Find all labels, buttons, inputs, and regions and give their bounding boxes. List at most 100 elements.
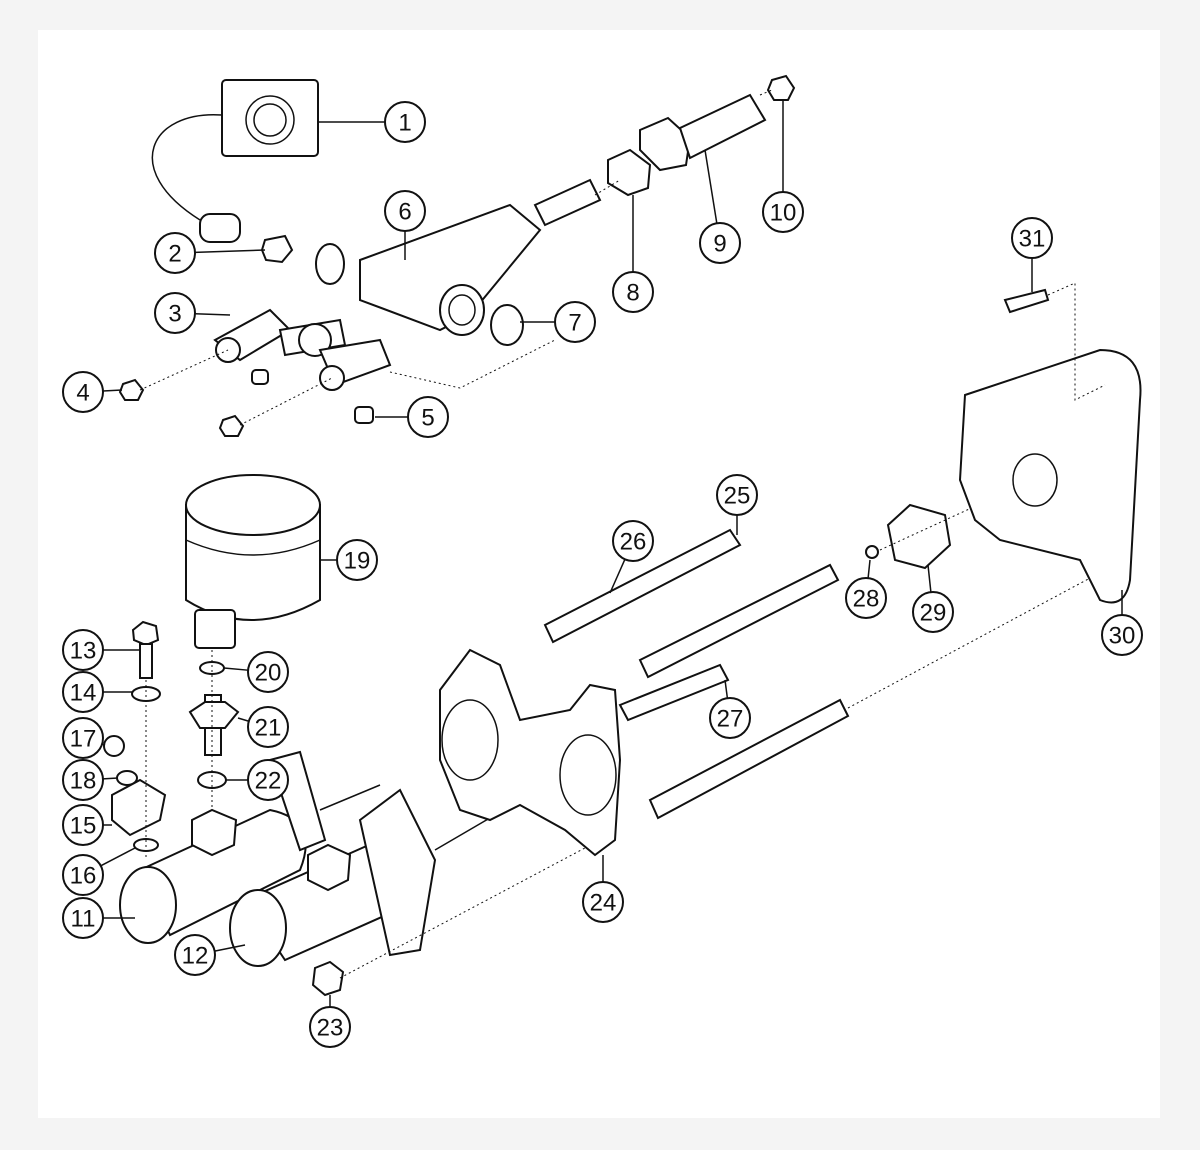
- callout-number: 29: [920, 600, 947, 627]
- callout-11: 11: [62, 897, 135, 939]
- callout-circle: [247, 706, 289, 748]
- part-nut-8: [607, 148, 652, 197]
- callout-number: 6: [398, 199, 411, 226]
- callout-number: 4: [76, 380, 89, 407]
- callout-15: 15: [62, 804, 112, 846]
- callout-circle: [62, 897, 104, 939]
- callout-circle: [336, 539, 378, 581]
- callout-circle: [1101, 614, 1143, 656]
- part-nut-4: [118, 378, 145, 401]
- callout-20: 20: [223, 651, 289, 693]
- callout-circle: [407, 396, 449, 438]
- part-rod-6: [359, 178, 602, 336]
- callout-18: 18: [62, 759, 119, 801]
- part-washer-7: [490, 304, 524, 346]
- callout-number: 11: [71, 906, 96, 933]
- callout-circle: [612, 271, 654, 313]
- leader-line: [867, 559, 871, 579]
- callout-9: 9: [699, 149, 741, 264]
- callout-circle: [309, 1006, 351, 1048]
- part-nut-10: [766, 74, 796, 101]
- callout-14: 14: [62, 671, 133, 713]
- part-plate-24: [439, 648, 622, 857]
- callout-circle: [247, 759, 289, 801]
- callout-number: 26: [620, 529, 647, 556]
- callout-circle: [912, 591, 954, 633]
- callout-number: 31: [1019, 226, 1046, 253]
- part-clevis-3: [213, 308, 392, 424]
- callout-number: 10: [770, 200, 797, 227]
- callout-circle: [62, 717, 104, 759]
- callout-26: 26: [609, 520, 654, 594]
- callout-number: 25: [724, 483, 751, 510]
- callout-30: 30: [1101, 590, 1143, 656]
- callout-circle: [154, 292, 196, 334]
- part-nut-2: [260, 234, 294, 264]
- callout-circle: [762, 191, 804, 233]
- callout-6: 6: [384, 190, 426, 260]
- callout-circle: [716, 474, 758, 516]
- part-switch-box: [151, 79, 319, 243]
- leader-line: [194, 312, 231, 316]
- callout-23: 23: [309, 995, 351, 1048]
- callout-number: 28: [853, 586, 880, 613]
- callout-number: 30: [1109, 623, 1136, 650]
- callout-circle: [154, 232, 196, 274]
- callout-number: 20: [255, 660, 282, 687]
- leader-line: [223, 667, 249, 671]
- callout-3: 3: [154, 292, 231, 334]
- callout-29: 29: [912, 564, 954, 633]
- callout-19: 19: [320, 539, 378, 581]
- callout-4: 4: [62, 371, 123, 413]
- leader-line: [194, 249, 266, 254]
- callout-5: 5: [375, 396, 449, 438]
- part-nut-4b: [218, 414, 245, 437]
- callout-layer: 1234567891011121314151617181920212223242…: [62, 100, 1143, 1048]
- part-washer-14: [131, 686, 161, 702]
- callout-number: 14: [70, 680, 97, 707]
- callout-10: 10: [762, 100, 804, 233]
- callout-number: 15: [70, 813, 97, 840]
- callout-circle: [699, 222, 741, 264]
- callout-circle: [62, 671, 104, 713]
- bracket-hole: [1012, 453, 1058, 507]
- part-adapter-21: [188, 694, 240, 756]
- callout-17: 17: [62, 717, 106, 759]
- callout-22: 22: [226, 759, 289, 801]
- callout-31: 31: [1011, 217, 1053, 292]
- callout-number: 21: [255, 715, 282, 742]
- callout-number: 12: [182, 943, 209, 970]
- part-master-cylinder-11: [119, 750, 381, 944]
- part-bracket-30: [958, 348, 1142, 604]
- callout-circle: [612, 520, 654, 562]
- callout-circle: [174, 934, 216, 976]
- callout-circle: [62, 804, 104, 846]
- callout-1: 1: [318, 101, 426, 143]
- part-nut-23: [311, 960, 345, 997]
- callout-number: 23: [317, 1015, 344, 1042]
- callout-13: 13: [62, 629, 140, 671]
- callout-28: 28: [845, 559, 887, 619]
- callout-number: 13: [70, 638, 97, 665]
- leader-line: [100, 847, 136, 867]
- callout-12: 12: [174, 934, 246, 976]
- callout-number: 17: [70, 726, 97, 753]
- callout-16: 16: [62, 847, 136, 896]
- part-flange-29: [886, 503, 952, 570]
- leader-line: [704, 149, 718, 224]
- callout-circle: [845, 577, 887, 619]
- part-washer-6: [315, 243, 345, 285]
- callout-circle: [582, 881, 624, 923]
- part-oring-20: [199, 661, 225, 675]
- callout-number: 1: [398, 110, 411, 137]
- callout-number: 16: [70, 863, 97, 890]
- leader-line: [609, 558, 626, 594]
- callout-25: 25: [716, 474, 758, 535]
- leader-line: [102, 777, 119, 780]
- callout-number: 7: [568, 310, 581, 337]
- leader-line: [724, 679, 729, 699]
- callout-number: 3: [168, 301, 181, 328]
- callout-circle: [1011, 217, 1053, 259]
- callout-circle: [62, 629, 104, 671]
